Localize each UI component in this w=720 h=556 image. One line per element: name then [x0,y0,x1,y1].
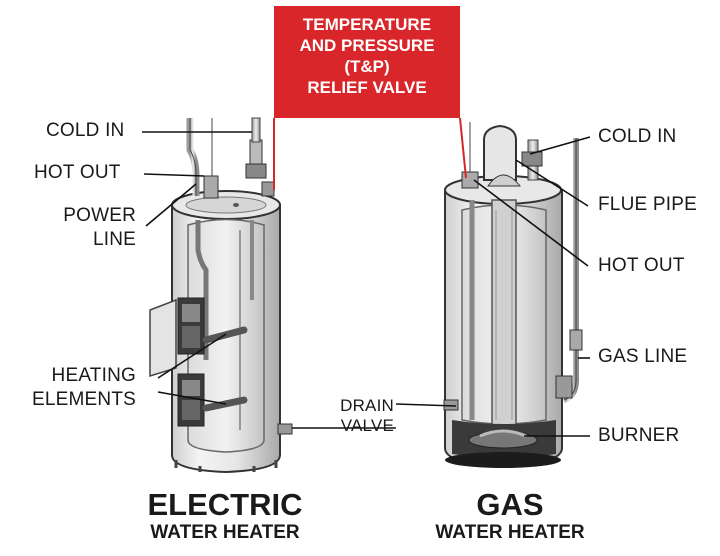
label-line: LINE [92,229,136,250]
electric-heater-illustration [149,117,293,474]
callout-line: (T&P) [344,57,390,76]
electric-subtitle: WATER HEATER [150,522,300,543]
label-gas-hot-out: HOT OUT [598,255,685,276]
callout-line: RELIEF VALVE [307,78,427,97]
tp-relief-valve-callout: TEMPERATURE AND PRESSURE (T&P) RELIEF VA… [274,6,460,118]
label-gas-line: GAS LINE [598,346,688,367]
callout-lines [142,117,591,437]
callout-line: AND PRESSURE [299,36,435,55]
gas-heater-illustration [443,122,583,468]
label-electric-cold-in: COLD IN [46,120,125,141]
electric-title-main: ELECTRIC [147,487,303,522]
gas-title-main: GAS [476,487,544,522]
label-power-line: POWER LINE [50,204,136,252]
label-line: VALVE [340,416,394,435]
label-drain-valve: DRAIN VALVE [328,396,394,436]
label-electric-hot-out: HOT OUT [34,162,121,183]
label-line: ELEMENTS [31,389,136,410]
electric-title: ELECTRIC WATER HEATER [110,488,340,544]
label-burner: BURNER [598,425,680,446]
label-heating-elements: HEATING ELEMENTS [20,364,136,412]
callout-line: TEMPERATURE [302,15,432,34]
label-line: POWER [63,205,136,226]
label-flue-pipe: FLUE PIPE [598,194,697,215]
label-line: DRAIN [340,396,394,415]
label-gas-cold-in: COLD IN [598,126,677,147]
gas-title: GAS WATER HEATER [410,488,610,544]
gas-subtitle: WATER HEATER [435,522,585,543]
label-line: HEATING [51,365,136,386]
